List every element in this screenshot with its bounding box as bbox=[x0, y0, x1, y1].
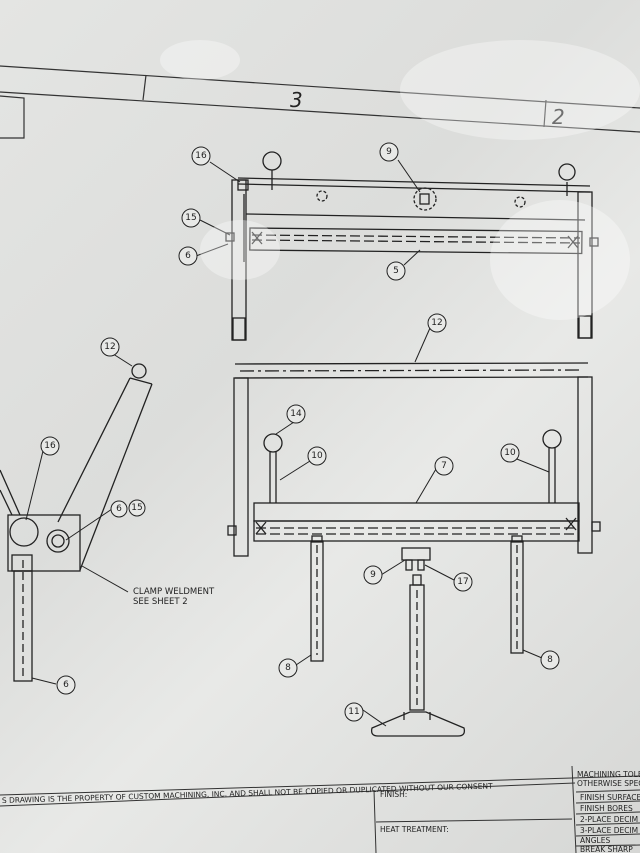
svg-text:6: 6 bbox=[185, 251, 191, 261]
break-sharp: BREAK SHARP bbox=[580, 845, 633, 853]
svg-text:11: 11 bbox=[348, 707, 359, 717]
svg-text:5: 5 bbox=[393, 266, 399, 276]
balloon-12-left: 12 bbox=[100, 337, 120, 357]
front-view bbox=[227, 362, 601, 737]
svg-text:10: 10 bbox=[504, 448, 516, 458]
clamp-weldment-note: CLAMP WELDMENT SEE SHEET 2 bbox=[133, 587, 215, 607]
balloon-8-right: 8 bbox=[540, 650, 560, 670]
svg-text:12: 12 bbox=[431, 318, 442, 328]
balloon-6-top: 6 bbox=[178, 246, 198, 266]
top-view bbox=[225, 151, 599, 341]
finish-bores: FINISH BORES bbox=[580, 804, 633, 813]
svg-text:15: 15 bbox=[185, 213, 196, 223]
zone-number-3: 3 bbox=[290, 88, 303, 112]
zone-number-2: 2 bbox=[552, 105, 565, 129]
property-notice: S DRAWING IS THE PROPERTY OF CUSTOM MACH… bbox=[2, 781, 493, 805]
two-place-decimal: 2-PLACE DECIM bbox=[580, 815, 638, 824]
heat-treatment-label: HEAT TREATMENT: bbox=[380, 825, 449, 834]
balloon-15-top: 15 bbox=[181, 208, 201, 228]
balloon-6-left: 6 bbox=[110, 500, 128, 518]
balloon-8-left: 8 bbox=[278, 658, 298, 678]
note-line-2: SEE SHEET 2 bbox=[133, 597, 188, 607]
balloon-11: 11 bbox=[344, 702, 364, 722]
balloon-10-right: 10 bbox=[500, 443, 520, 463]
svg-text:12: 12 bbox=[104, 342, 115, 352]
balloons: 16 15 6 9 5 12 12 14 10 10 7 16 6 15 9 1… bbox=[40, 142, 560, 722]
svg-text:10: 10 bbox=[311, 451, 323, 461]
balloon-15-left: 15 bbox=[128, 499, 146, 517]
three-place-decimal: 3-PLACE DECIM bbox=[580, 826, 638, 835]
note-line-1: CLAMP WELDMENT bbox=[133, 587, 215, 597]
svg-text:6: 6 bbox=[63, 680, 69, 690]
finish-label: FINISH: bbox=[380, 790, 407, 799]
svg-text:8: 8 bbox=[547, 655, 553, 665]
svg-text:9: 9 bbox=[370, 570, 376, 580]
leader-lines bbox=[25, 159, 550, 727]
tolerance-header-1: MACHINING TOLERA bbox=[577, 770, 640, 779]
balloon-9-top: 9 bbox=[379, 142, 399, 162]
balloon-16-top: 16 bbox=[191, 146, 211, 166]
svg-text:9: 9 bbox=[386, 147, 392, 157]
title-block bbox=[0, 765, 640, 853]
balloon-14: 14 bbox=[286, 404, 306, 424]
glare-overlay bbox=[160, 40, 640, 320]
side-view bbox=[0, 363, 153, 682]
tolerance-header-2: OTHERWISE SPECIF bbox=[577, 779, 640, 788]
svg-text:6: 6 bbox=[116, 504, 122, 514]
svg-text:8: 8 bbox=[285, 663, 291, 673]
angles: ANGLES bbox=[580, 836, 610, 845]
svg-text:17: 17 bbox=[457, 577, 468, 587]
balloon-6-bottom: 6 bbox=[56, 675, 76, 695]
balloon-17: 17 bbox=[453, 572, 473, 592]
svg-text:14: 14 bbox=[290, 409, 302, 419]
balloon-10-left: 10 bbox=[307, 446, 327, 466]
balloon-16-left: 16 bbox=[40, 436, 60, 456]
svg-text:7: 7 bbox=[441, 461, 447, 471]
finish-surfaces: FINISH SURFACE bbox=[580, 793, 640, 802]
balloon-5: 5 bbox=[386, 261, 406, 281]
svg-text:15: 15 bbox=[131, 503, 142, 513]
balloon-7: 7 bbox=[434, 456, 454, 476]
balloon-9-bottom: 9 bbox=[363, 565, 383, 585]
zone-border bbox=[0, 65, 640, 139]
balloon-12-mid: 12 bbox=[427, 313, 447, 333]
svg-text:16: 16 bbox=[195, 151, 207, 161]
svg-text:16: 16 bbox=[44, 441, 56, 451]
